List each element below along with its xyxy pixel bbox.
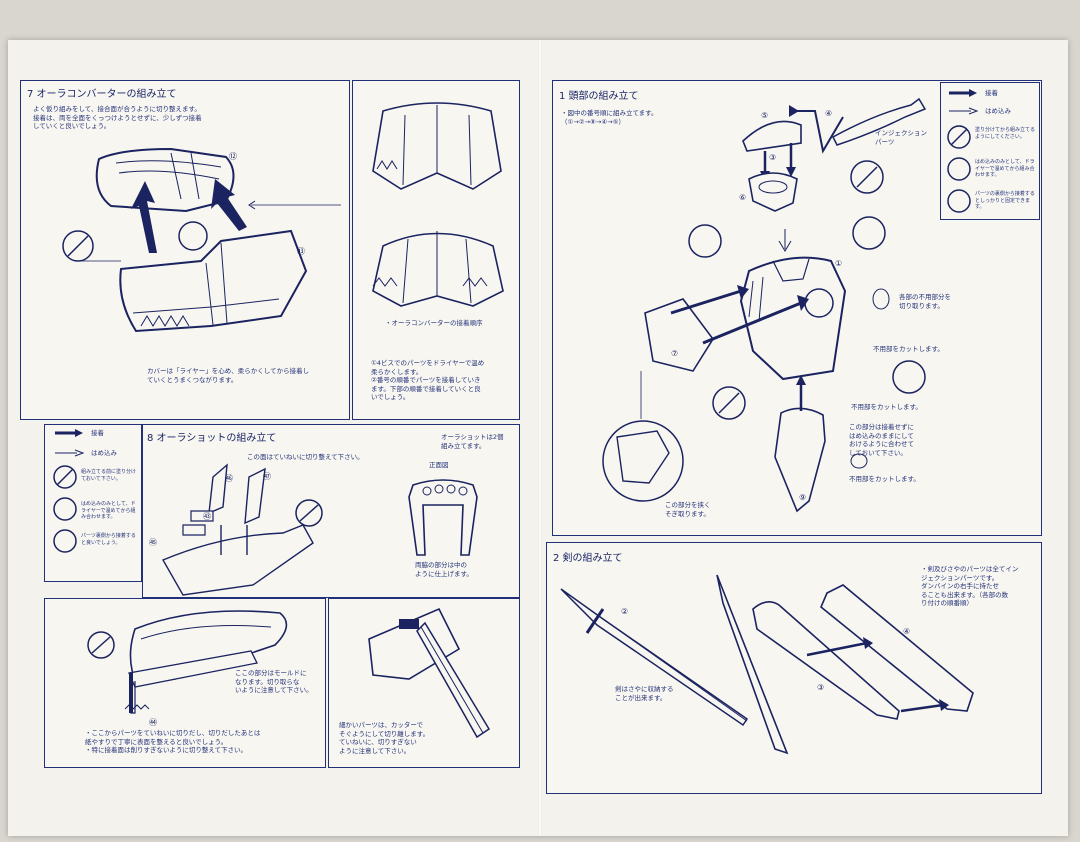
part-number: ④ bbox=[825, 109, 833, 118]
section-2-note: ・剣及びさやのパーツは全てイン ジェクションパーツです。 ダンバインの右手に持た… bbox=[921, 565, 1019, 607]
section-7-caption: カバーは「ライヤー」を心め、柔らかくしてから接着し ていくとうまくつながります。 bbox=[147, 367, 310, 384]
legend-left-item: パーツ裏側から接着すると良いでしょう。 bbox=[81, 533, 136, 546]
cut-note-2: 不用部をカットします。 bbox=[851, 403, 922, 411]
part-number: ③ bbox=[817, 683, 825, 692]
front-view-label: 正面図 bbox=[429, 461, 449, 469]
fit-note: この部分は接着せずに はめ込みのままにして おけるように合わせて しておいて下さ… bbox=[849, 423, 914, 457]
legend-left-item: はめ込みのみとして、ドライヤーで温めてから組み合わせます。 bbox=[81, 501, 136, 520]
legend-right-item: はめ込みのみとして、ドライヤーで温めてから組み合わせます。 bbox=[975, 159, 1035, 178]
knife-illustration bbox=[368, 607, 491, 739]
part-number: ⑥ bbox=[739, 193, 747, 202]
aura-shot-front-view bbox=[161, 463, 478, 596]
section-8-count-note: オーラショットは2個 組み立てます。 bbox=[441, 433, 504, 450]
part-number: ⑦ bbox=[671, 349, 679, 358]
legend-left-item: 組み立てる前に塗り分けておいて下さい。 bbox=[81, 469, 137, 482]
cut-note-1: 不用部をカットします。 bbox=[873, 345, 944, 353]
legend-right-item: パーツの裏側から接着するとしっかりと固定できます。 bbox=[975, 191, 1035, 210]
legend-left-panel: 接着 はめ込み 組み立てる前に塗り分けておいて下さい。 はめ込みのみとして、ドラ… bbox=[44, 424, 142, 582]
legend-left-icons bbox=[53, 429, 85, 553]
part-number: ③ bbox=[769, 153, 777, 162]
part-number: ㊹ bbox=[149, 718, 157, 727]
section-1-title: 1 頭部の組み立て bbox=[559, 91, 639, 102]
part-number: ㊺ bbox=[149, 538, 157, 547]
unused-parts-note: 各部の不用部分を 切り取ります。 bbox=[899, 293, 951, 310]
section-2-panel: 2 剣の組み立て ・剣及びさやのパーツは全てイン ジェクションパーツです。 ダン… bbox=[546, 542, 1042, 794]
converter-illustration bbox=[62, 147, 341, 333]
part-number: ⑤ bbox=[761, 111, 769, 120]
legend-left-item: 接着 bbox=[91, 429, 104, 437]
part-number: ④ bbox=[903, 627, 911, 636]
section-7-intro: よく仮り組みをして、接合面が合うように切り整えます。 接着は、両を全面をくっつけ… bbox=[33, 105, 202, 130]
part-number: ㊼ bbox=[263, 472, 271, 481]
legend-left-item: はめ込み bbox=[91, 449, 117, 457]
legend-right-item: はめ込み bbox=[985, 107, 1011, 115]
bonding-order-diagrams bbox=[372, 102, 504, 307]
bonding-order-panel: ・オーラコンバーターの接着順序 ①4ビスでのパーツをドライヤーで温め 柔らかくし… bbox=[352, 80, 520, 420]
bonding-order-steps: ①4ビスでのパーツをドライヤーで温め 柔らかくします。 ②番号の順番でパーツを接… bbox=[371, 359, 485, 401]
section-8-cut-note: この面はていねいに切り整えて下さい。 bbox=[247, 453, 364, 461]
knife-note: 細かいパーツは、カッターで そぐようにして切り離します。 ていねいに、切りすぎな… bbox=[339, 721, 430, 755]
section-1-order: ・図中の番号順に組み立てます。 （①→②→⑧→④→⑤） bbox=[561, 109, 658, 126]
legend-right-item: 塗り分けてから組み立てるようにしてください。 bbox=[975, 127, 1036, 140]
part-number: ⑬ bbox=[297, 247, 305, 256]
sheet-fold bbox=[538, 40, 542, 836]
section-8-bottom-note: ・ここからパーツをていねいに切りだし、切りだしたあとは 紙やすりで丁寧に表面を整… bbox=[85, 729, 261, 754]
legend-right-panel: 接着 はめ込み 塗り分けてから組み立てるようにしてください。 はめ込みのみとして… bbox=[940, 82, 1040, 220]
section-2-title: 2 剣の組み立て bbox=[553, 553, 623, 564]
part-number: ② bbox=[621, 607, 629, 616]
legend-right-icons bbox=[947, 89, 979, 213]
cut-note-3: 不用部をカットします。 bbox=[849, 475, 920, 483]
section-7-title: 7 オーラコンバーターの組み立て bbox=[27, 89, 177, 100]
part-number: ① bbox=[835, 259, 843, 268]
part-number: ⑫ bbox=[229, 152, 237, 161]
bonding-order-caption: ・オーラコンバーターの接着順序 bbox=[385, 319, 483, 327]
aura-shot-assembly bbox=[87, 610, 288, 714]
section-8-lower-panel: ㊹ ここの部分はモールドに なります。切り取らな いように注意して下さい。 ・こ… bbox=[44, 598, 326, 768]
side-note: 両脇の部分は中の ように仕上げます。 bbox=[415, 561, 473, 578]
section-8-title: 8 オーラショットの組み立て bbox=[147, 433, 277, 444]
remove-note: この部分を挟く そぎ取ります。 bbox=[665, 501, 711, 518]
section-8-panel: 8 オーラショットの組み立て オーラショットは2個 組み立てます。 この面はてい… bbox=[142, 424, 520, 598]
head-assembly-illustration bbox=[602, 97, 927, 513]
mold-note: ここの部分はモールドに なります。切り取らな いように注意して下さい。 bbox=[235, 669, 313, 694]
part-number: ㊸ bbox=[203, 512, 211, 521]
section-7-panel: 7 オーラコンバーターの組み立て よく仮り組みをして、接合面が合うように切り整え… bbox=[20, 80, 350, 420]
knife-panel: 細かいパーツは、カッターで そぐようにして切り離します。 ていねいに、切りすぎな… bbox=[328, 598, 520, 768]
sword-illustration bbox=[560, 574, 974, 755]
legend-right-item: 接着 bbox=[985, 89, 998, 97]
part-number: ㊻ bbox=[225, 474, 233, 483]
part-number: ⑨ bbox=[799, 493, 807, 502]
injection-parts-label: インジェクション パーツ bbox=[875, 129, 927, 146]
sheath-note: 剣はさやに収納する ことが出来ます。 bbox=[615, 685, 674, 702]
